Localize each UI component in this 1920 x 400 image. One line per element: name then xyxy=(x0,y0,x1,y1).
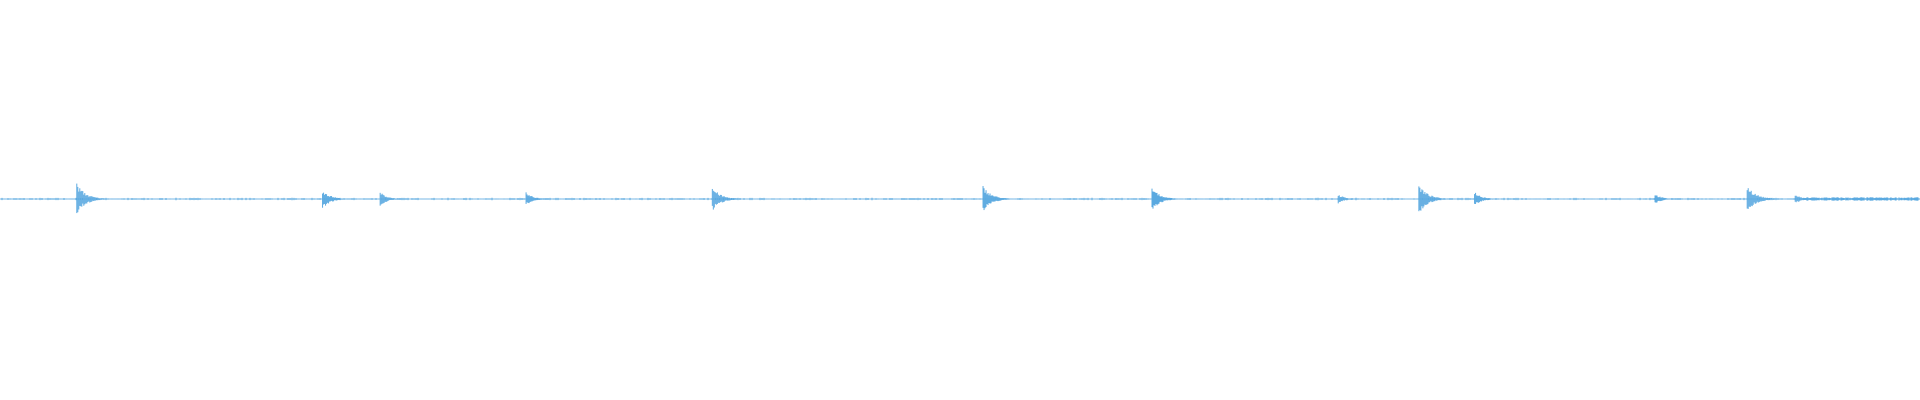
waveform-transient xyxy=(1151,188,1178,209)
waveform-transient xyxy=(1746,188,1774,209)
waveform-transient xyxy=(711,188,738,210)
waveform-transient xyxy=(982,186,1010,211)
waveform-transient xyxy=(1337,195,1359,204)
waveform-transient xyxy=(525,192,549,204)
waveform-transient xyxy=(322,192,348,208)
waveform-peaks xyxy=(0,183,1920,214)
waveform-transient xyxy=(1474,192,1498,205)
waveform-transient xyxy=(1418,186,1447,212)
waveform-transient xyxy=(1654,195,1677,203)
waveform-transient xyxy=(379,192,403,206)
waveform-transient xyxy=(76,183,105,214)
